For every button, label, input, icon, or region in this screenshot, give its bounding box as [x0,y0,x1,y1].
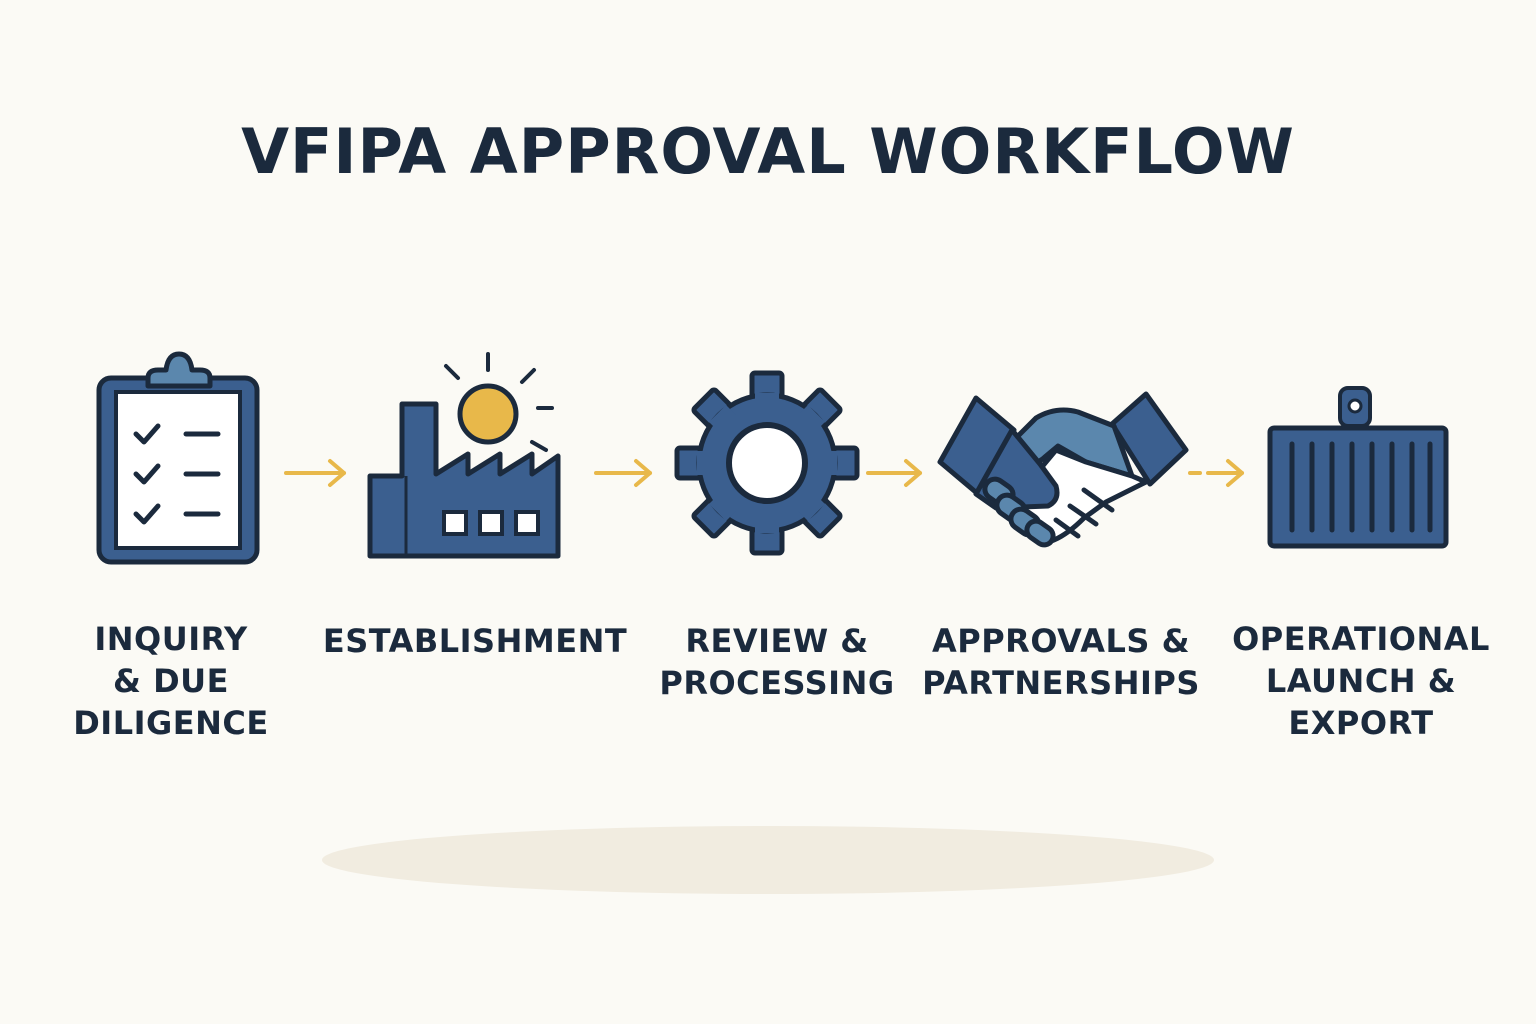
step-label-inquiry: INQUIRY & DUE DILIGENCE [73,620,269,742]
step-label-establishment: ESTABLISHMENT [322,622,628,660]
arrow-right-icon [866,459,922,487]
clipboard-checklist-icon [96,351,260,565]
arrow-right-icon [1188,459,1244,487]
step-label-review: REVIEW & PROCESSING [659,622,895,702]
ground-shadow [322,826,1214,894]
page-title: VFIPA APPROVAL WORKFLOW [241,115,1295,188]
handshake-icon [937,391,1189,548]
gear-icon [674,370,860,556]
shipping-container-icon [1267,386,1449,549]
arrow-right-icon [284,459,346,487]
step-label-approvals: APPROVALS & PARTNERSHIPS [922,622,1200,702]
arrow-right-icon [594,459,652,487]
step-label-operational: OPERATIONAL LAUNCH & EXPORT [1232,620,1490,742]
factory-icon [367,352,561,559]
